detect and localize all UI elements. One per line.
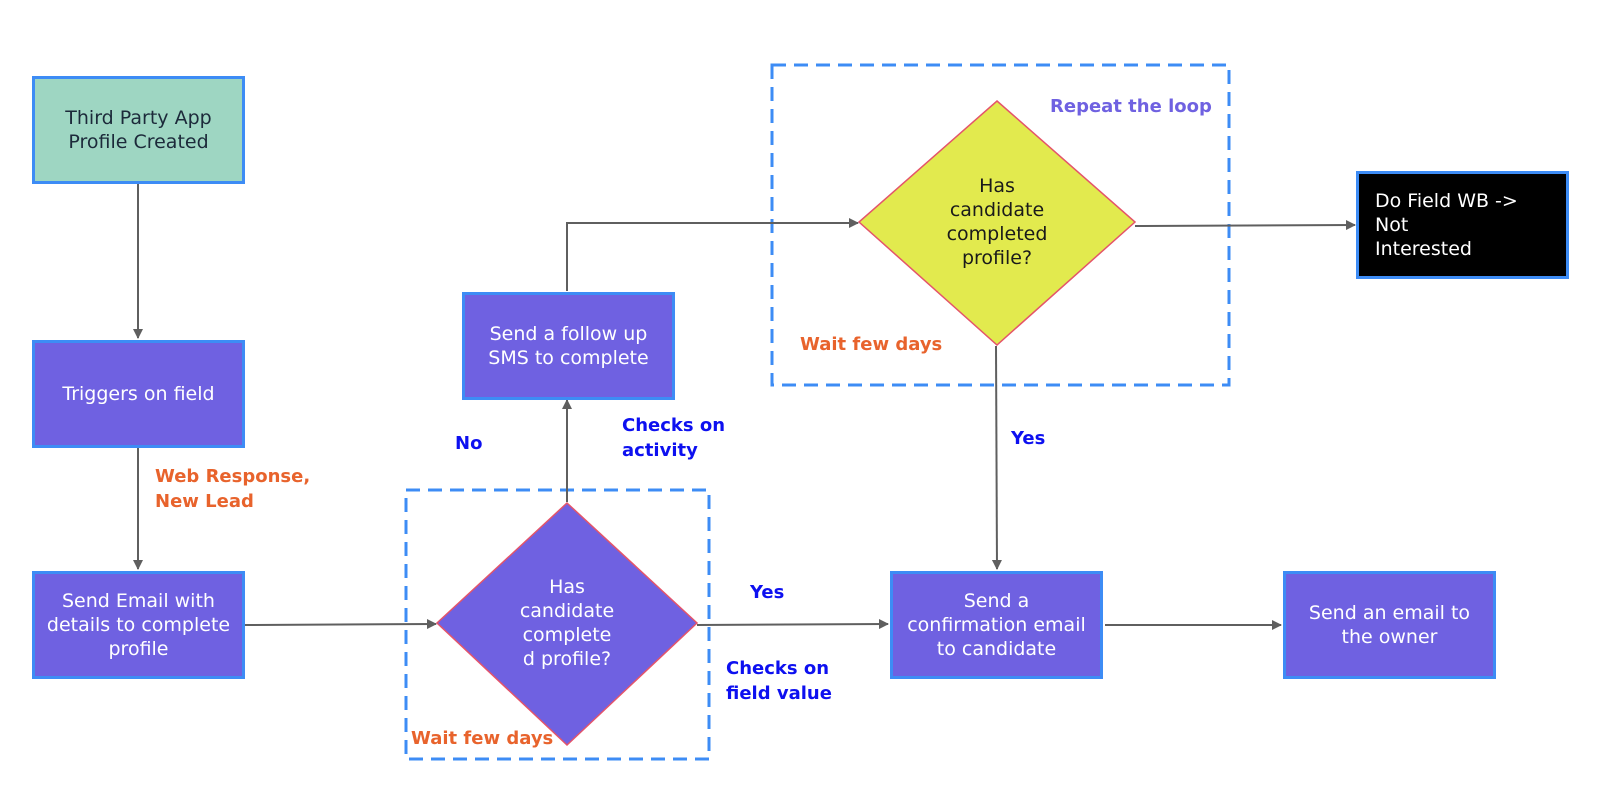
web-response-label: Web Response, New Lead: [155, 466, 311, 512]
triggers-node: Triggers on field: [32, 340, 245, 448]
owner-email-node-label: Send an email to the owner: [1308, 602, 1471, 648]
no-label: No: [455, 433, 483, 454]
repeat-loop-label: Repeat the loop: [1050, 96, 1212, 117]
decision-2-text: Has candidate completed profile?: [917, 152, 1077, 292]
owner-email-node: Send an email to the owner: [1283, 571, 1496, 679]
connector-decision-2-to-confirmation: [991, 345, 1002, 570]
triggers-node-label: Triggers on field: [62, 383, 215, 405]
decision-2-label: Has candidate completed profile?: [946, 175, 1048, 269]
connector-decision-2-to-not-interested: [1134, 220, 1356, 231]
connector-sms-to-decision-2: [566, 218, 859, 291]
decision-1-label: Has candidate complete d profile?: [519, 576, 615, 670]
send-email-node-label: Send Email with details to complete prof…: [46, 590, 231, 660]
checks-activity-label: Checks on activity: [622, 415, 726, 461]
not-interested-node: Do Field WB -> Not Interested: [1356, 171, 1569, 279]
confirmation-email-node-label: Send a confirmation email to candidate: [907, 590, 1086, 660]
connector-decision-1-to-confirmation: [696, 619, 889, 630]
decision-1-text: Has candidate complete d profile?: [487, 553, 647, 693]
start-node-label: Third Party App Profile Created: [65, 107, 212, 153]
yes-label-2: Yes: [1011, 428, 1046, 449]
start-node: Third Party App Profile Created: [32, 76, 245, 184]
follow-up-sms-node-label: Send a follow up SMS to complete: [488, 323, 649, 369]
wait-label-1: Wait few days: [411, 728, 554, 749]
not-interested-node-label: Do Field WB -> Not Interested: [1375, 190, 1518, 260]
follow-up-sms-node: Send a follow up SMS to complete: [462, 292, 675, 400]
decision-diamond-2: [857, 100, 1137, 347]
checks-field-label: Checks on field value: [726, 658, 832, 704]
yes-label-1: Yes: [750, 582, 785, 603]
confirmation-email-node: Send a confirmation email to candidate: [890, 571, 1103, 679]
wait-label-2: Wait few days: [800, 334, 943, 355]
send-email-node: Send Email with details to complete prof…: [32, 571, 245, 679]
decision-diamond-1: [435, 501, 699, 747]
connector-email-to-decision-1: [244, 619, 437, 630]
